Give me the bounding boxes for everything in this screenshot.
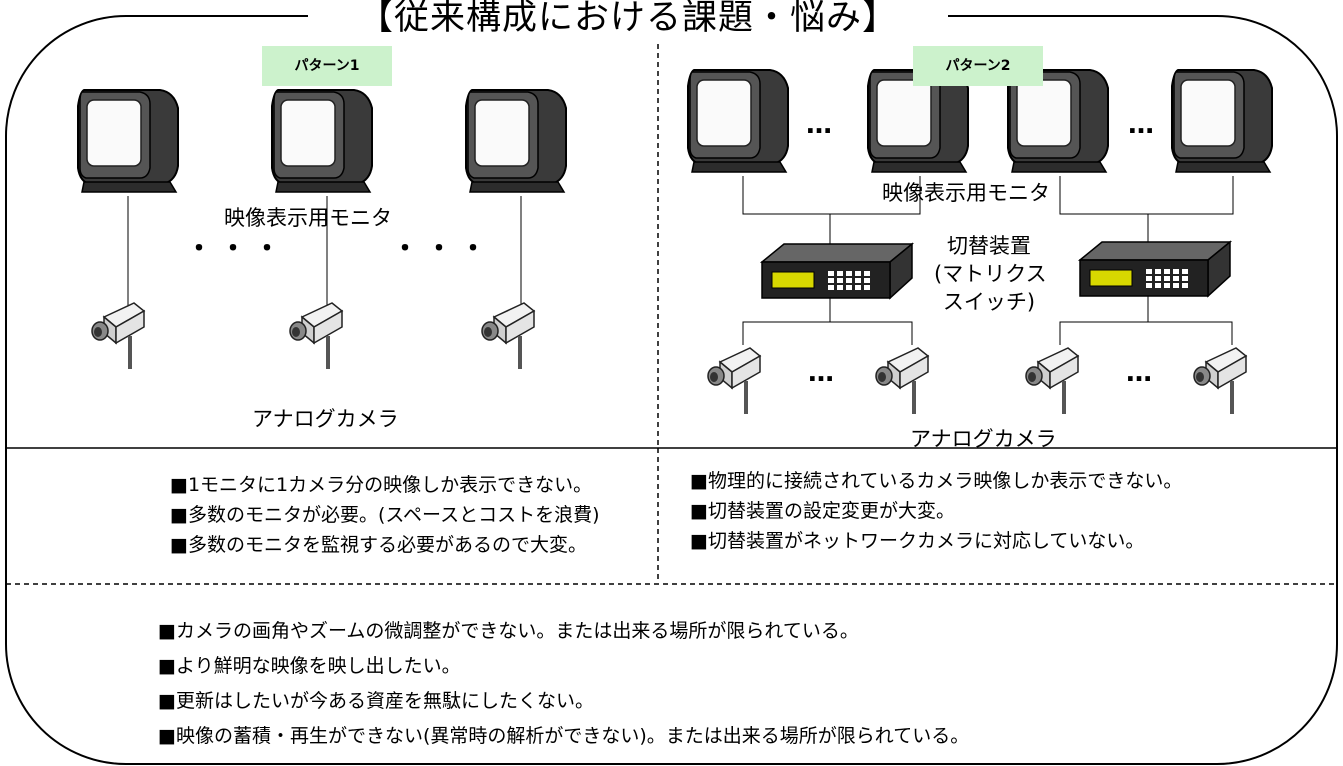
- pattern2-diagram: [687, 69, 1273, 416]
- camera-icon: [1024, 346, 1080, 416]
- matrix-switch-icon: [1079, 241, 1231, 297]
- issue-item: ■切替装置がネットワークカメラに対応していない。: [690, 530, 1145, 552]
- pattern1-camera-label: アナログカメラ: [252, 407, 399, 431]
- issue-item: ■多数のモニタを監視する必要があるので大変。: [170, 534, 587, 556]
- issue-item: ■1モニタに1カメラ分の映像しか表示できない。: [170, 474, 593, 496]
- pattern1-badge: パターン1: [262, 46, 392, 86]
- common-issues: ■カメラの画角やズームの微調整ができない。または出来る場所が限られている。 ■よ…: [158, 614, 969, 754]
- issue-item: ■切替装置の設定変更が大変。: [690, 500, 955, 522]
- issue-item: ■物理的に接続されているカメラ映像しか表示できない。: [690, 470, 1183, 492]
- pattern1-dots-left: ・・・: [186, 234, 289, 264]
- camera-icon: [90, 301, 146, 371]
- switch-label-line: (マトリクス: [934, 262, 1047, 286]
- pattern2-camera-dots-left: …: [808, 358, 842, 388]
- switch-label-line: スイッチ): [942, 290, 1036, 314]
- pattern1-dots-right: ・・・: [392, 234, 495, 264]
- camera-icon: [706, 346, 762, 416]
- monitor-icon: [77, 89, 179, 193]
- pattern2-monitor-dots-left: …: [806, 110, 840, 140]
- pattern2-badge: パターン2: [913, 46, 1043, 86]
- issue-item: ■映像の蓄積・再生ができない(異常時の解析ができない)。または出来る場所が限られ…: [158, 725, 970, 747]
- monitor-icon: [465, 89, 567, 193]
- issue-item: ■更新はしたいが今ある資産を無駄にしたくない。: [158, 690, 594, 712]
- pattern2-issues: ■物理的に接続されているカメラ映像しか表示できない。 ■切替装置の設定変更が大変…: [690, 466, 1182, 556]
- pattern2-monitor-dots-right: …: [1128, 110, 1162, 140]
- pattern1-diagram: [77, 89, 567, 371]
- monitor-icon: [1171, 69, 1273, 173]
- camera-icon: [480, 301, 536, 371]
- camera-icon: [1192, 346, 1248, 416]
- camera-icon: [874, 346, 930, 416]
- diagram-title: 【従来構成における課題・悩み】: [308, 0, 948, 40]
- matrix-switch-icon: [761, 243, 913, 299]
- pattern1-monitor-label: 映像表示用モニタ: [224, 206, 392, 230]
- monitor-icon: [271, 89, 373, 193]
- monitor-icon: [687, 69, 789, 173]
- pattern2-camera-label: アナログカメラ: [910, 427, 1057, 451]
- switch-label: 切替装置 (マトリクス スイッチ): [934, 232, 1047, 316]
- pattern1-issues: ■1モニタに1カメラ分の映像しか表示できない。 ■多数のモニタが必要。(スペース…: [170, 470, 600, 560]
- issue-item: ■カメラの画角やズームの微調整ができない。または出来る場所が限られている。: [158, 620, 859, 642]
- camera-icon: [288, 301, 344, 371]
- issue-item: ■より鮮明な映像を映し出したい。: [158, 655, 461, 677]
- pattern2-monitor-label: 映像表示用モニタ: [882, 181, 1050, 205]
- switch-label-line: 切替装置: [947, 234, 1031, 258]
- issue-item: ■多数のモニタが必要。(スペースとコストを浪費): [170, 504, 600, 526]
- pattern2-camera-dots-right: …: [1126, 358, 1160, 388]
